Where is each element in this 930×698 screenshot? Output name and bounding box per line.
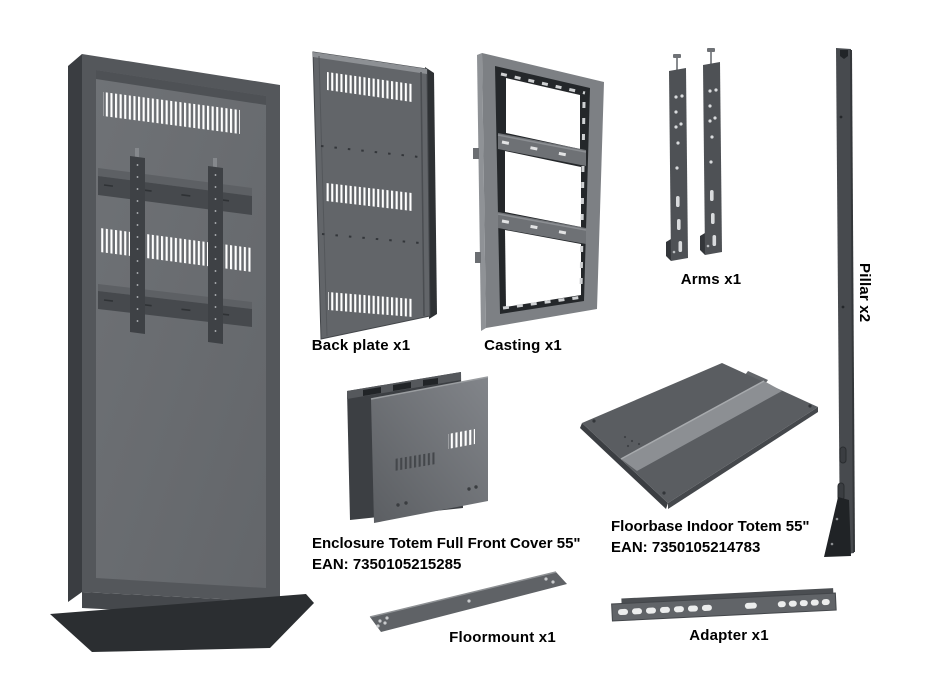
- enclosure-label-block: Enclosure Totem Full Front Cover 55" EAN…: [312, 533, 581, 575]
- adapter-illustration: [611, 588, 837, 622]
- enclosure-ean: EAN: 7350105215285: [312, 556, 462, 573]
- floormount-label: Floormount x1: [449, 629, 556, 646]
- floorbase-label-block: Floorbase Indoor Totem 55" EAN: 73501052…: [611, 516, 810, 558]
- casting-label: Casting x1: [484, 337, 562, 354]
- casting-frame-illustration: [473, 53, 604, 331]
- arms-illustration: [666, 47, 723, 261]
- back-plate-label: Back plate x1: [311, 337, 411, 354]
- floorbase-illustration: [580, 363, 818, 509]
- floorbase-ean: EAN: 7350105214783: [611, 539, 761, 556]
- floormount-illustration: [369, 571, 567, 632]
- pillar-illustration: [824, 48, 855, 557]
- pillar-label: Pillar x2: [856, 263, 873, 323]
- floorbase-label: Floorbase Indoor Totem 55": [611, 518, 810, 535]
- back-plate-illustration: [312, 51, 437, 340]
- adapter-label: Adapter x1: [689, 627, 769, 644]
- enclosure-label: Enclosure Totem Full Front Cover 55": [312, 535, 581, 552]
- enclosure-cover-illustration: [347, 372, 489, 523]
- totem-kiosk-illustration: [50, 54, 314, 652]
- arms-label: Arms x1: [680, 271, 742, 288]
